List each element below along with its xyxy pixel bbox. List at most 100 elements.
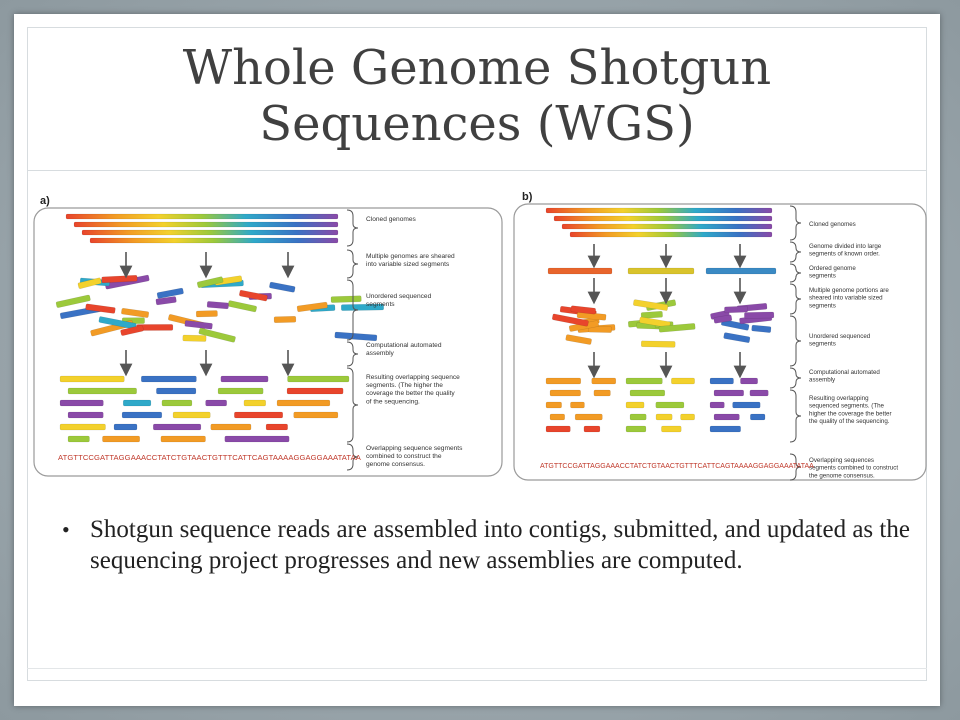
sequence-segment xyxy=(640,311,663,319)
sequence-segment xyxy=(740,377,758,385)
sequence-segment xyxy=(273,315,297,323)
panel-b-consensus-sequence: ATGTTCCGATTAGGAAACCTATCTGTAACTGTTTCATTCA… xyxy=(540,463,814,470)
sequence-segment xyxy=(59,399,104,407)
sequence-segment xyxy=(709,377,734,385)
sequence-segment xyxy=(269,281,296,293)
sequence-segment xyxy=(205,399,227,407)
sequence-segment xyxy=(671,377,695,385)
panel-a-frame xyxy=(33,207,503,477)
sequence-segment xyxy=(551,313,589,327)
sequence-segment xyxy=(744,311,775,319)
sequence-segment xyxy=(655,401,685,409)
sequence-segment xyxy=(286,387,344,395)
panel-a-label: a) xyxy=(40,195,50,207)
sequence-segment xyxy=(73,221,339,228)
sequence-segment xyxy=(296,301,328,313)
brace xyxy=(789,389,802,443)
step-label: Cloned genomes xyxy=(809,221,856,228)
panel-b-arrows xyxy=(587,244,747,379)
sequence-segment xyxy=(705,267,777,275)
title-line-2: Sequences (WGS) xyxy=(259,96,695,152)
sequence-segment xyxy=(625,401,645,409)
brace xyxy=(346,249,359,279)
sequence-segment xyxy=(723,332,751,343)
brace xyxy=(789,315,802,367)
bullet-text: Shotgun sequence reads are assembled int… xyxy=(90,516,910,574)
sequence-segment xyxy=(156,387,197,395)
title-divider xyxy=(27,170,927,171)
sequence-segment xyxy=(195,310,218,318)
sequence-segment xyxy=(184,320,213,330)
sequence-segment xyxy=(661,425,682,433)
sequence-segment xyxy=(243,399,266,407)
sequence-segment xyxy=(588,325,612,333)
brace xyxy=(346,279,359,341)
sequence-segment xyxy=(156,287,184,299)
brace xyxy=(346,443,359,471)
sequence-segment xyxy=(234,411,284,419)
sequence-segment xyxy=(330,295,362,303)
brace xyxy=(346,367,359,443)
panel-a-consensus-sequence: ATGTTCCGATTAGGAAACCTATCTGTAACTGTTTCATTCA… xyxy=(58,453,362,462)
sequence-segment xyxy=(547,267,613,275)
footer-divider xyxy=(27,668,927,669)
sequence-segment xyxy=(121,307,150,318)
sequence-segment xyxy=(161,399,193,407)
sequence-segment xyxy=(625,425,647,433)
panel-b-frame xyxy=(513,203,927,481)
sequence-segment xyxy=(224,435,290,443)
sequence-segment xyxy=(625,377,663,385)
sequence-segment xyxy=(545,207,773,214)
sequence-segment xyxy=(89,237,339,244)
sequence-segment xyxy=(141,375,197,383)
bullet-item: • Shotgun sequence reads are assembled i… xyxy=(62,514,922,576)
sequence-segment xyxy=(77,277,102,289)
sequence-segment xyxy=(55,294,91,308)
brace xyxy=(789,263,802,283)
sequence-segment xyxy=(713,389,744,397)
sequence-segment xyxy=(639,316,671,328)
sequence-segment xyxy=(220,375,269,383)
bullet-marker: • xyxy=(62,517,70,542)
sequence-segment xyxy=(59,423,106,431)
sequence-segment xyxy=(196,276,224,289)
sequence-segment xyxy=(59,375,125,383)
sequence-segment xyxy=(724,305,749,314)
sequence-segment xyxy=(160,435,206,443)
sequence-segment xyxy=(569,231,773,238)
sequence-segment xyxy=(287,375,350,383)
sequence-segment xyxy=(549,389,581,397)
panel-a-arrows xyxy=(119,252,295,377)
sequence-segment xyxy=(640,340,676,348)
sequence-segment xyxy=(122,399,152,407)
brace xyxy=(789,283,802,315)
brace xyxy=(789,367,802,389)
sequence-segment xyxy=(113,423,138,431)
panel-b-segments xyxy=(545,207,777,433)
sequence-segment xyxy=(293,411,339,419)
sequence-segment xyxy=(570,401,585,409)
slide: Whole Genome Shotgun Sequences (WGS) xyxy=(14,14,940,706)
sequence-segment xyxy=(81,229,339,236)
sequence-segment xyxy=(749,389,769,397)
sequence-segment xyxy=(276,399,331,407)
sequence-segment xyxy=(545,377,582,385)
sequence-segment xyxy=(658,323,696,333)
sequence-segment xyxy=(751,324,772,333)
title-line-1: Whole Genome Shotgun xyxy=(182,40,772,96)
sequence-segment xyxy=(570,305,596,315)
bullet-list: • Shotgun sequence reads are assembled i… xyxy=(62,514,922,576)
sequence-segment xyxy=(172,411,211,419)
sequence-segment xyxy=(121,411,163,419)
